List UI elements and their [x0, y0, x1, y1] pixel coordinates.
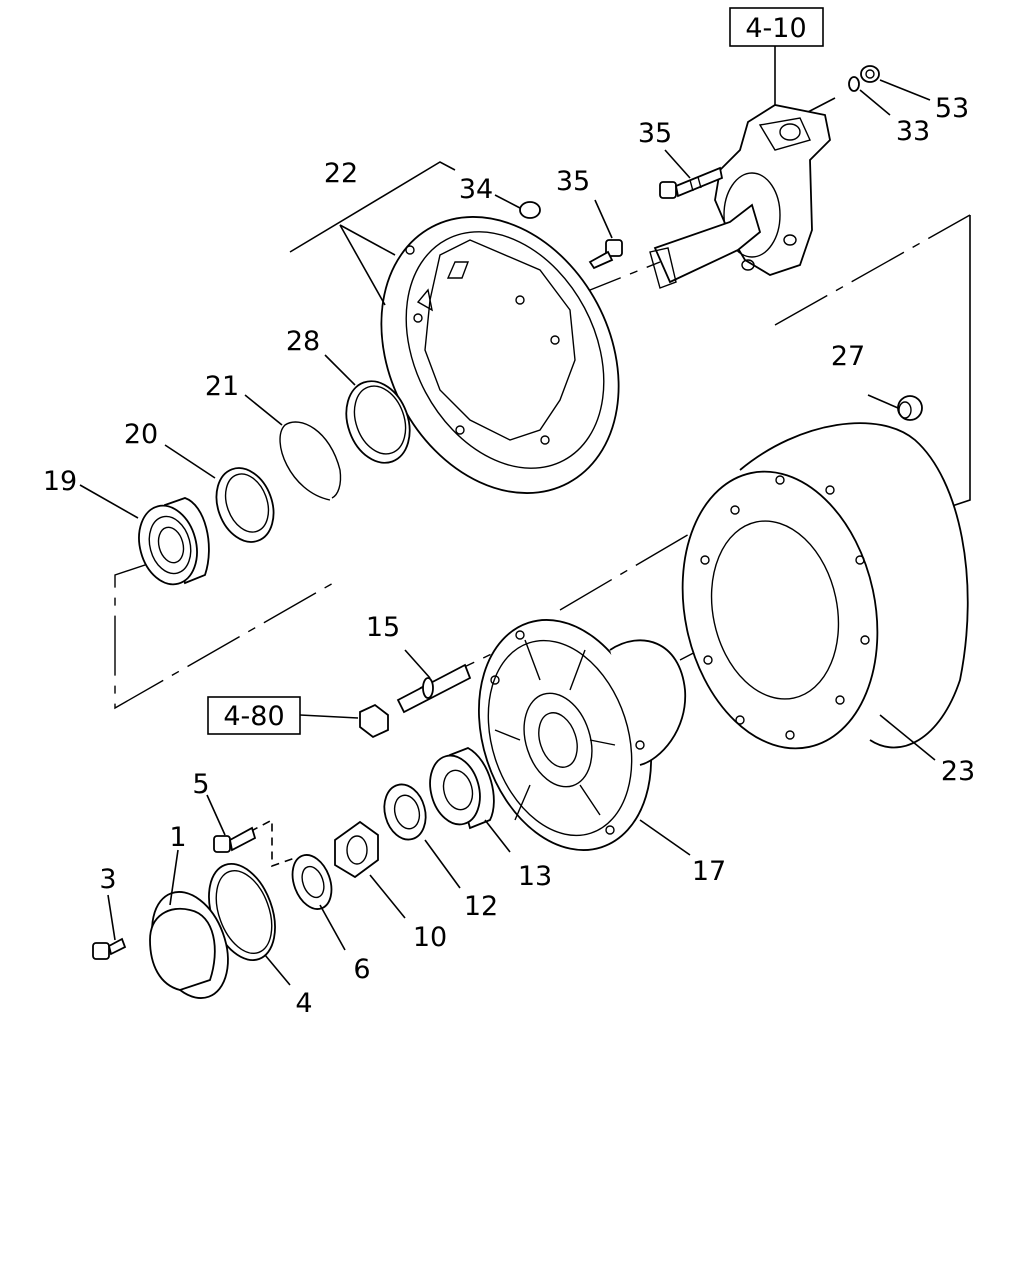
bearing-19	[138, 497, 210, 586]
nut-53	[860, 65, 880, 83]
washer-33	[848, 76, 860, 92]
label-17: 17	[692, 856, 726, 887]
label-12: 12	[464, 891, 498, 922]
label-22: 22	[324, 158, 358, 189]
label-35-upper: 35	[638, 118, 672, 149]
label-53: 53	[935, 93, 969, 124]
seal-28	[345, 380, 411, 464]
hub-nut	[359, 703, 389, 739]
label-33: 33	[896, 116, 930, 147]
part-labels: 53 33 35 35 34 22 28 21 20 19 27 15 23 1…	[43, 93, 975, 1019]
label-6: 6	[353, 954, 370, 985]
lock-nut-10	[334, 820, 379, 879]
hub-cap-1	[149, 891, 229, 999]
label-21: 21	[205, 371, 239, 402]
leader-lines	[79, 79, 936, 986]
label-5: 5	[192, 769, 209, 800]
gasket-4	[208, 863, 276, 961]
label-3: 3	[99, 864, 116, 895]
backing-plate-22	[380, 216, 620, 494]
bolt-35-upper	[659, 166, 724, 199]
label-13: 13	[518, 861, 552, 892]
oil-seal-20	[215, 467, 275, 543]
label-15: 15	[366, 612, 400, 643]
wheel-hub-17	[478, 619, 686, 851]
bolt-5	[213, 826, 257, 853]
label-10: 10	[413, 922, 447, 953]
label-28: 28	[286, 326, 320, 357]
brake-drum-23	[681, 422, 969, 750]
ref-label-4-10: 4-10	[745, 13, 806, 44]
steering-knuckle	[649, 104, 831, 289]
ref-box-4-80: 4-80	[207, 696, 301, 735]
label-34: 34	[459, 174, 493, 205]
bearing-13	[429, 747, 495, 830]
lock-plate-6	[291, 854, 333, 910]
plug-34	[519, 201, 541, 219]
bolt-35-lower	[588, 239, 623, 270]
label-27: 27	[831, 341, 865, 372]
ref-box-4-10: 4-10	[729, 7, 824, 47]
label-4: 4	[295, 988, 312, 1019]
hub-bolt-15	[396, 663, 472, 714]
bolt-3	[92, 937, 127, 960]
label-20: 20	[124, 419, 158, 450]
ref-label-4-80: 4-80	[223, 701, 284, 732]
seal-12	[383, 783, 427, 841]
label-19: 19	[43, 466, 77, 497]
label-23: 23	[941, 756, 975, 787]
snap-ring-21	[279, 421, 342, 501]
nut-27	[897, 395, 923, 421]
label-1: 1	[169, 822, 186, 853]
label-35-lower: 35	[556, 166, 590, 197]
